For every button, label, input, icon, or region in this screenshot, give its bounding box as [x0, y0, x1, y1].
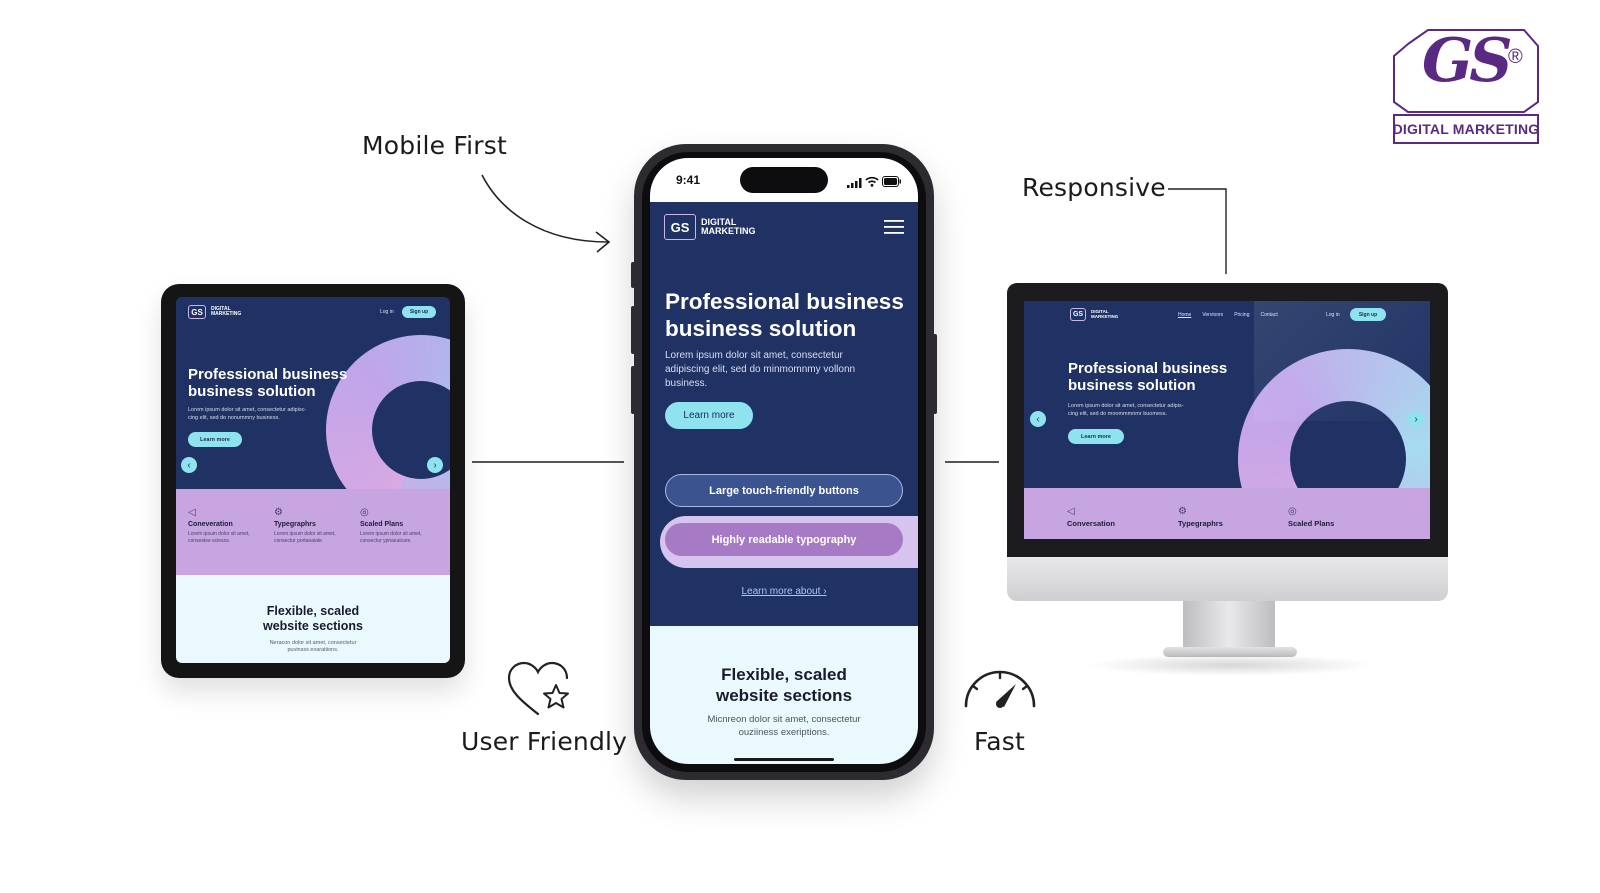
target-icon: ◎	[360, 507, 369, 518]
desktop-hero: GS DIGITAL MARKETING Home Vervioors Pric…	[1024, 301, 1430, 539]
callout-mobile-first: Mobile First	[362, 131, 507, 160]
nav-contact[interactable]: Contact	[1260, 312, 1278, 318]
connector-phone-desktop	[945, 461, 999, 463]
chevron-right-icon: ›	[823, 586, 827, 597]
phone-screen: 9:41 GS DIGITAL MARKETING Professional b…	[650, 158, 918, 764]
brand-logo: GS ® DIGITAL MARKETING	[1392, 26, 1542, 146]
desktop-signup-button[interactable]: Sign up	[1350, 308, 1386, 321]
desktop-next-arrow-icon[interactable]: ›	[1408, 411, 1424, 427]
home-indicator	[734, 758, 834, 761]
phone-section-text: Micnreon dolor sit amet, consectetur ouz…	[707, 713, 861, 738]
phone-learn-more-button[interactable]: Learn more	[665, 402, 753, 429]
monitor-base	[1163, 647, 1297, 657]
monitor-shadow	[1086, 654, 1376, 676]
screen-glare	[1254, 301, 1430, 421]
readable-typography-button[interactable]: Highly readable typography	[665, 523, 903, 556]
battery-icon	[882, 174, 902, 192]
phone-dynamic-island	[740, 167, 828, 193]
logo-tagline: DIGITAL MARKETING	[1392, 121, 1540, 137]
tablet-hero-sub: Lorem ipsum dolor sit amet, consectetur …	[188, 407, 307, 421]
tablet-next-arrow-icon[interactable]: ›	[427, 457, 443, 473]
tablet-features: ◁ Coneveration Lorem ipsum dolor sit ame…	[176, 489, 450, 575]
desktop-prev-arrow-icon[interactable]: ‹	[1030, 411, 1046, 427]
tablet-section: Flexible, scaled website sections Neraco…	[176, 575, 450, 663]
hamburger-menu-icon[interactable]	[884, 219, 904, 235]
target-icon: ◎	[1288, 506, 1297, 517]
large-touch-button[interactable]: Large touch-friendly buttons	[665, 474, 903, 507]
monitor-chin	[1007, 557, 1448, 601]
tablet-section-text: Neracon dolor sit amet, consectetur puvi…	[269, 639, 357, 653]
gear-icon: ⚙	[1178, 506, 1187, 517]
desktop-feature-item: ◁ Conversation	[1067, 506, 1115, 528]
desktop-feature-item: ⚙ Typegraphrs	[1178, 506, 1223, 528]
tablet-feature-item: ◁ Coneveration Lorem ipsum dolor sit ame…	[188, 507, 268, 544]
curved-arrow-icon	[481, 174, 611, 253]
tablet-feature-item: ◎ Scaled Plans Lorem ipsum dolor sit ame…	[360, 507, 440, 544]
phone-time: 9:41	[676, 173, 701, 187]
phone-hero-sub: Lorem ipsum dolor sit amet, consectetur …	[665, 350, 856, 389]
signal-icon	[847, 175, 863, 193]
tablet-hero: GS DIGITAL MARKETING Log in Sign up Prof…	[176, 297, 450, 525]
megaphone-icon: ◁	[188, 507, 196, 518]
desktop-nav: Home Vervioors Pricing Contact	[1178, 312, 1278, 318]
callout-responsive: Responsive	[1022, 173, 1166, 202]
heart-star-icon	[507, 661, 569, 716]
wifi-icon	[865, 174, 879, 192]
gear-icon: ⚙	[274, 507, 283, 518]
monitor-neck	[1183, 601, 1275, 649]
logo-badge	[1393, 29, 1539, 144]
tablet-section-title: Flexible, scaled website sections	[262, 604, 364, 634]
nav-services[interactable]: Vervioors	[1202, 312, 1224, 318]
phone-section: Flexible, scaled website sections Micnre…	[650, 626, 918, 764]
phone-section-title: Flexible, scaled website sections	[715, 665, 853, 706]
desktop-features: ◁ Conversation ⚙ Typegraphrs ◎ Scaled Pl…	[1024, 488, 1430, 539]
callout-fast: Fast	[974, 727, 1026, 756]
logo-registered: ®	[1508, 46, 1523, 68]
tablet-login-link[interactable]: Log in	[380, 309, 394, 315]
desktop-screen: GS DIGITAL MARKETING Home Vervioors Pric…	[1024, 301, 1430, 539]
tablet-hero-title: Professional business business solution	[188, 366, 348, 400]
desktop-learn-more-button[interactable]: Learn more	[1068, 429, 1124, 444]
desktop-hero-title: Professional business business solution	[1068, 360, 1228, 394]
speedometer-icon	[964, 670, 1036, 708]
desktop-feature-item: ◎ Scaled Plans	[1288, 506, 1335, 528]
desktop-login-link[interactable]: Log in	[1326, 312, 1340, 318]
logo-mark: GS	[1422, 26, 1513, 96]
tablet-prev-arrow-icon[interactable]: ‹	[181, 457, 197, 473]
callout-user-friendly: User Friendly	[461, 727, 628, 756]
tablet-screen: GS DIGITAL MARKETING Log in Sign up Prof…	[176, 297, 450, 663]
tablet-device: GS DIGITAL MARKETING Log in Sign up Prof…	[161, 284, 465, 678]
tablet-feature-item: ⚙ Typegraphrs Lorem ipsum dolor sit amet…	[274, 507, 354, 544]
phone-hero-title: Professional business business solution	[665, 289, 904, 341]
phone-status-bar: 9:41	[650, 158, 918, 202]
nav-home[interactable]: Home	[1178, 312, 1192, 318]
tablet-brand: GS DIGITAL MARKETING	[188, 305, 241, 319]
responsive-connector-line	[1168, 188, 1227, 274]
megaphone-icon: ◁	[1067, 506, 1075, 517]
learn-more-about-link[interactable]: Learn more about ›	[741, 586, 827, 597]
tablet-learn-more-button[interactable]: Learn more	[188, 432, 242, 447]
connector-tablet-phone	[472, 461, 624, 463]
desktop-brand: GS DIGITAL MARKETING	[1070, 308, 1118, 321]
desktop-monitor: GS DIGITAL MARKETING Home Vervioors Pric…	[1007, 283, 1448, 657]
nav-pricing[interactable]: Pricing	[1234, 312, 1250, 318]
tablet-signup-button[interactable]: Sign up	[402, 306, 436, 318]
desktop-hero-sub: Lorem ipsum dolor sit amet, consectetur …	[1068, 403, 1184, 417]
phone-brand: GS DIGITAL MARKETING	[664, 214, 756, 240]
